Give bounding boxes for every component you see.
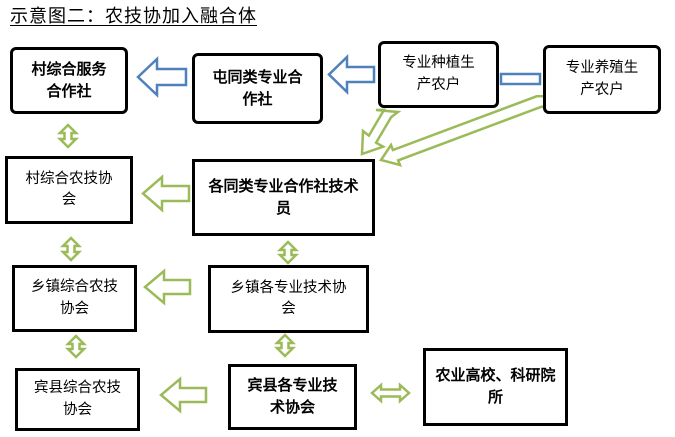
node-town-tech-assoc-label: 乡镇各专业技术协会 xyxy=(230,279,347,317)
arrow-town-tech-county-tech xyxy=(273,333,297,358)
node-town-comp-assoc: 乡镇综合农技协会 xyxy=(12,265,137,332)
arrow-coop-tech-planting xyxy=(360,108,402,156)
arrow-village-assoc-town-comp xyxy=(59,236,83,262)
node-coop-tech-staff: 各同类专业合作社技术员 xyxy=(192,159,375,236)
arrow-planting-to-tun xyxy=(327,54,376,95)
arrow-county-tech-to-county-comp xyxy=(159,376,208,414)
arrow-tun-to-village-service xyxy=(136,56,188,98)
arrow-village-service-village-assoc xyxy=(56,123,80,149)
node-county-tech-assoc-label: 宾县各专业技术协会 xyxy=(247,376,338,416)
node-village-assoc-label: 村综合农技协会 xyxy=(25,170,113,208)
node-village-service-coop-label: 村综合服务合作社 xyxy=(31,59,107,100)
node-tun-coop: 屯同类专业合作社 xyxy=(192,53,323,124)
page-title: 示意图二：农技协加入融合体 xyxy=(10,6,257,27)
node-breeding-households-label: 专业养殖生产农户 xyxy=(565,60,639,98)
node-county-tech-assoc: 宾县各专业技术协会 xyxy=(228,364,357,430)
arrow-town-tech-to-town-comp xyxy=(143,268,192,306)
node-village-assoc: 村综合农技协会 xyxy=(5,156,133,224)
arrow-county-tech-college xyxy=(370,382,411,404)
node-town-tech-assoc: 乡镇各专业技术协会 xyxy=(208,265,369,333)
node-college-institute-label: 农业高校、科研院所 xyxy=(435,366,556,406)
arrow-coop-tech-town-tech xyxy=(276,240,300,265)
arrow-coop-tech-to-village-assoc xyxy=(141,174,191,213)
node-planting-households-label: 专业种植生产农户 xyxy=(402,55,475,93)
link-planting-breeding xyxy=(499,72,542,86)
node-village-service-coop: 村综合服务合作社 xyxy=(10,47,128,114)
node-county-comp-assoc: 宾县综合农技协会 xyxy=(15,368,140,431)
node-town-comp-assoc-label: 乡镇综合农技协会 xyxy=(31,279,118,317)
node-county-comp-assoc-label: 宾县综合农技协会 xyxy=(34,380,121,418)
node-college-institute: 农业高校、科研院所 xyxy=(423,348,568,426)
arrow-town-comp-county-comp xyxy=(64,334,88,359)
node-coop-tech-staff-label: 各同类专业合作社技术员 xyxy=(208,176,359,217)
node-tun-coop-label: 屯同类专业合作社 xyxy=(212,67,303,108)
node-planting-households: 专业种植生产农户 xyxy=(378,41,499,108)
node-breeding-households: 专业养殖生产农户 xyxy=(543,45,661,114)
